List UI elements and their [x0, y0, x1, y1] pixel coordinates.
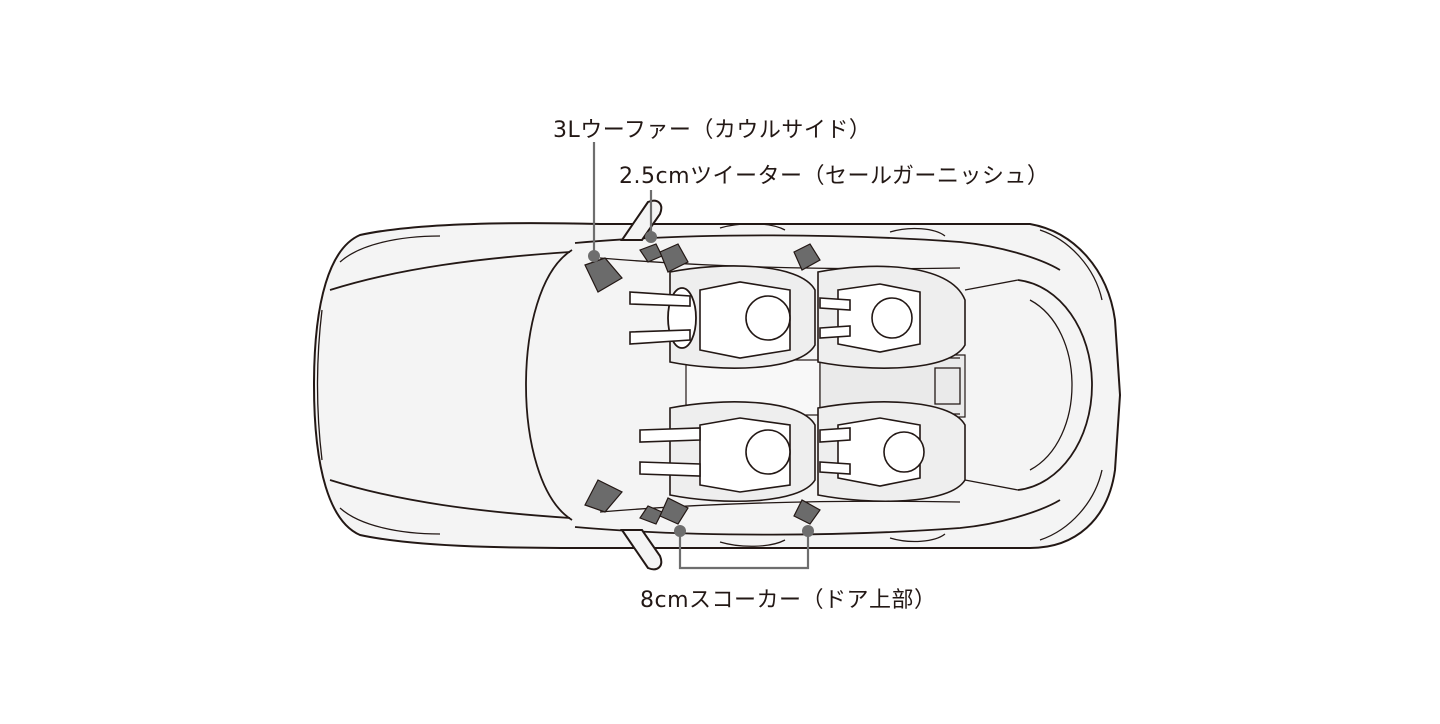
woofer-pointer-dot — [588, 250, 600, 262]
door-handle-bottom-rear — [889, 533, 946, 543]
squawker-speaker-front-left — [659, 243, 689, 273]
squawker-speaker-front-right — [659, 497, 689, 525]
mirror-bottom — [620, 529, 663, 571]
hood-line-bottom — [329, 479, 571, 519]
tail-top — [1039, 229, 1103, 301]
driver-figure — [629, 281, 791, 359]
tweeter-label: 2.5cmツイーター（セールガーニッシュ） — [619, 164, 1050, 189]
door-handle-top-rear — [889, 227, 946, 237]
windshield — [525, 249, 573, 521]
squawker-label: 8cmスコーカー（ドア上部） — [640, 588, 937, 613]
rear-window — [1017, 279, 1093, 491]
squawker-speaker-rear-right — [793, 499, 821, 525]
side-line-bottom — [574, 499, 1061, 536]
tail-bottom — [1039, 469, 1103, 541]
side-line-top — [574, 234, 1061, 271]
front-bumper-line — [316, 309, 323, 461]
woofer-speaker-right — [584, 479, 623, 513]
headlight-top — [339, 235, 441, 263]
rear-glass-inner — [1029, 299, 1073, 471]
tweeter-pointer-dot — [645, 231, 657, 243]
squawker-leader-line — [678, 532, 810, 570]
rear-left-figure — [819, 283, 921, 353]
squawker-pointer-dot-front — [674, 525, 686, 537]
headlight-bottom — [339, 507, 441, 535]
squawker-pointer-dot-rear — [802, 525, 814, 537]
squawker-speaker-rear-left — [793, 243, 821, 271]
rear-right-figure — [819, 417, 925, 487]
hood-line-top — [329, 251, 571, 291]
woofer-speaker-left — [584, 257, 623, 293]
door-handle-bottom — [719, 539, 786, 547]
woofer-label: 3Lウーファー（カウルサイド） — [553, 118, 872, 143]
roof-rear-line — [964, 279, 1019, 491]
passenger-figure — [639, 417, 791, 493]
door-handle-top — [719, 223, 786, 231]
